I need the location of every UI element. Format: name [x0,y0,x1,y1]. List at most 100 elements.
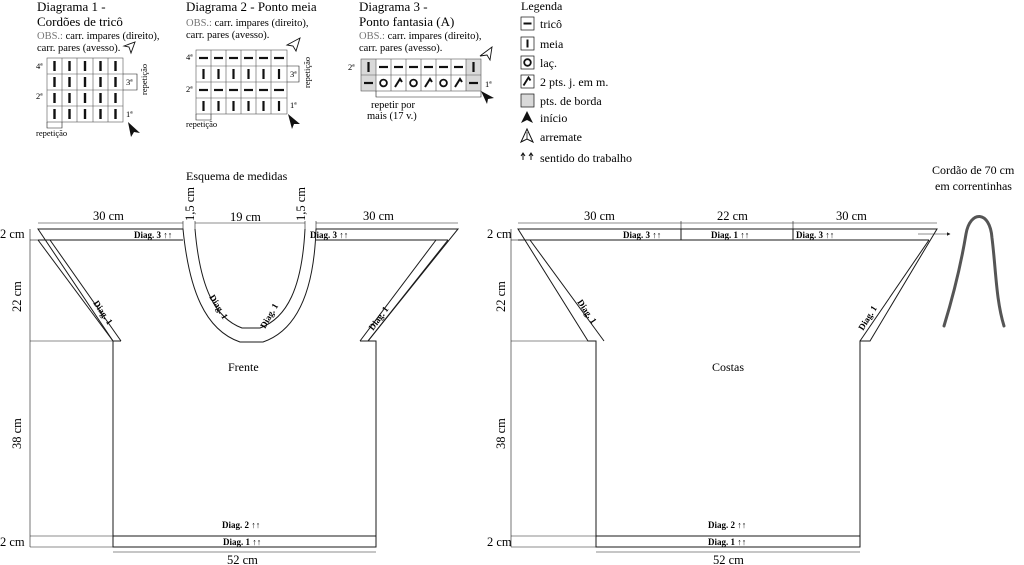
legend: Legenda tricô meia laç. 2 pts. j. em m. … [519,0,632,165]
back-outline [517,228,938,548]
diagram-3-bind-off-arrow-icon [479,45,493,62]
diagram-2-row-4: 4ª [186,52,193,62]
back-label: Costas [712,360,744,374]
diagram-3-row-2: 2ª [348,62,355,72]
k2tog-icon [520,74,535,89]
back-diag3-right-label: Diag. 3 ↑↑ [796,230,834,240]
front-measure-38cm: 38 cm [10,418,24,449]
diagram-3-obs-label: OBS.: [359,31,385,42]
diagram-1-title-line2: Cordões de tricô [37,14,123,29]
front-measure-2cm-bottom: 2 cm [0,535,25,549]
diagram-2-bind-off-arrow-icon [285,37,301,53]
diagram-2-obs-label: OBS.: [186,18,212,29]
diagram-1: Diagrama 1 - Cordões de tricô OBS.: carr… [36,0,159,138]
start-arrow-icon [521,111,533,123]
schema-title: Esquema de medidas [186,169,288,183]
diagram-3-row-1: 1ª [485,79,492,89]
front-measure-2cm-top: 2 cm [0,227,25,241]
svg-text:OBS.: carr. impares (direito),: OBS.: carr. impares (direito), [359,31,481,42]
diagram-1-row-4: 4ª [36,61,43,71]
edge-stitch-icon [520,93,535,108]
front-diag1-sleeve-left-label: Diag. 1 [91,299,115,327]
diagram-2-repeat-bottom: repetição [186,119,217,129]
diagram-2-title: Diagrama 2 - Ponto meia [186,0,317,14]
diagram-1-obs-label: OBS.: [37,31,63,42]
back-measure-22cm: 22 cm [717,209,748,223]
cord-drawing [942,215,1006,328]
diagram-1-title-line1: Diagrama 1 - [37,0,106,14]
diagram-3-obs-line1: carr. impares (direito), [388,31,482,42]
diagram-2-start-arrow-icon [288,114,300,129]
diagram-1-repeat-right: repetição [139,64,149,95]
front-measure-30cm-left: 30 cm [93,209,124,223]
diagram-1-row-3: 3ª [126,77,133,87]
back-diag2-label: Diag. 2 ↑↑ [708,520,746,530]
diagram-2-obs-line1: carr. impares (direito), [215,18,309,29]
front-measure-52cm: 52 cm [227,553,258,565]
diagram-1-grid [46,57,138,129]
svg-text:OBS.: carr. impares (direito),: OBS.: carr. impares (direito), [37,31,159,42]
back-measure-38cm: 38 cm [494,418,508,449]
diagram-3-repeat-line1: repetir por [371,100,416,111]
diagram-1-start-arrow-icon [128,122,140,137]
legend-item-label: laç. [540,56,557,70]
diagram-3-repeat-line2: mais (17 v.) [367,111,417,122]
diagram-2-repeat-right: repetição [302,57,312,88]
front-piece [29,221,460,553]
back-diag3-left-label: Diag. 3 ↑↑ [623,230,661,240]
diagram-3-start-arrow-icon [481,91,494,104]
cord-label-line2: em correntinhas [935,179,1012,193]
legend-item-label: meia [540,37,564,51]
diagram-2: Diagrama 2 - Ponto meia OBS.: carr. impa… [186,0,317,129]
back-measure-30cm-left: 30 cm [584,209,615,223]
diagram-2-row-2: 2ª [186,84,193,94]
back-measure-22cm-side: 22 cm [494,281,508,312]
legend-title: Legenda [521,0,563,13]
front-measure-22cm: 22 cm [10,281,24,312]
back-piece [510,221,951,553]
diagram-2-grid [195,49,300,121]
front-diag1-bottom-label: Diag. 1 ↑↑ [223,537,261,547]
diagram-2-row-3: 3ª [290,69,297,79]
front-measure-1-5cm-right: 1,5 cm [294,187,308,221]
back-measure-30cm-right: 30 cm [836,209,867,223]
diagram-2-row-1: 1ª [290,100,297,110]
diagram-1-row-2: 2ª [36,91,43,101]
front-measure-19cm: 19 cm [230,210,261,224]
back-diag1-bottom-label: Diag. 1 ↑↑ [708,537,746,547]
legend-item-label: pts. de borda [540,94,602,108]
svg-text:OBS.: carr. impares (direito),: OBS.: carr. impares (direito), [186,18,308,29]
diagram-1-row-1: 1ª [126,109,133,119]
front-measure-30cm-right: 30 cm [363,209,394,223]
front-outline [37,228,460,548]
yarn-over-icon [520,55,535,70]
back-diag1-center-label: Diag. 1 ↑↑ [711,230,749,240]
diagram-3-obs-line2: carr. pares (avesso). [359,43,442,54]
direction-arrows-icon [520,152,534,160]
front-diag2-label: Diag. 2 ↑↑ [222,520,260,530]
cord-label-line1: Cordão de 70 cm [932,163,1015,177]
diagram-1-bind-off-arrow-icon [122,41,136,55]
back-measure-52cm: 52 cm [713,553,744,565]
front-label: Frente [228,360,259,374]
legend-item-label: início [540,111,567,125]
front-diag1-neck-left-label: Diag. 1 [207,293,230,322]
diagram-1-obs-line2: carr. pares (avesso). [37,43,120,54]
diagram-1-repeat-bottom: repetição [36,128,67,138]
diagram-2-obs-line2: carr. pares (avesso). [186,30,269,41]
diagram-3-grid [360,58,482,98]
front-measure-1-5cm-left: 1,5 cm [183,187,197,221]
back-measure-2cm-bottom: 2 cm [487,535,512,549]
legend-item-label: sentido do trabalho [540,151,632,165]
front-diag3-left-label: Diag. 3 ↑↑ [134,230,172,240]
front-diag1-neck-right-label: Diag. 1 [258,301,280,330]
back-measure-2cm-top: 2 cm [487,227,512,241]
legend-item-label: arremate [540,130,582,144]
legend-item-label: 2 pts. j. em m. [540,75,608,89]
legend-item-label: tricô [540,17,562,31]
front-diag3-right-label: Diag. 3 ↑↑ [310,230,348,240]
diagram-3-title-line2: Ponto fantasia (A) [359,14,454,29]
diagram-3: Diagrama 3 - Ponto fantasia (A) OBS.: ca… [348,0,494,122]
back-diag1-sleeve-left-label: Diag. 1 [575,298,599,326]
